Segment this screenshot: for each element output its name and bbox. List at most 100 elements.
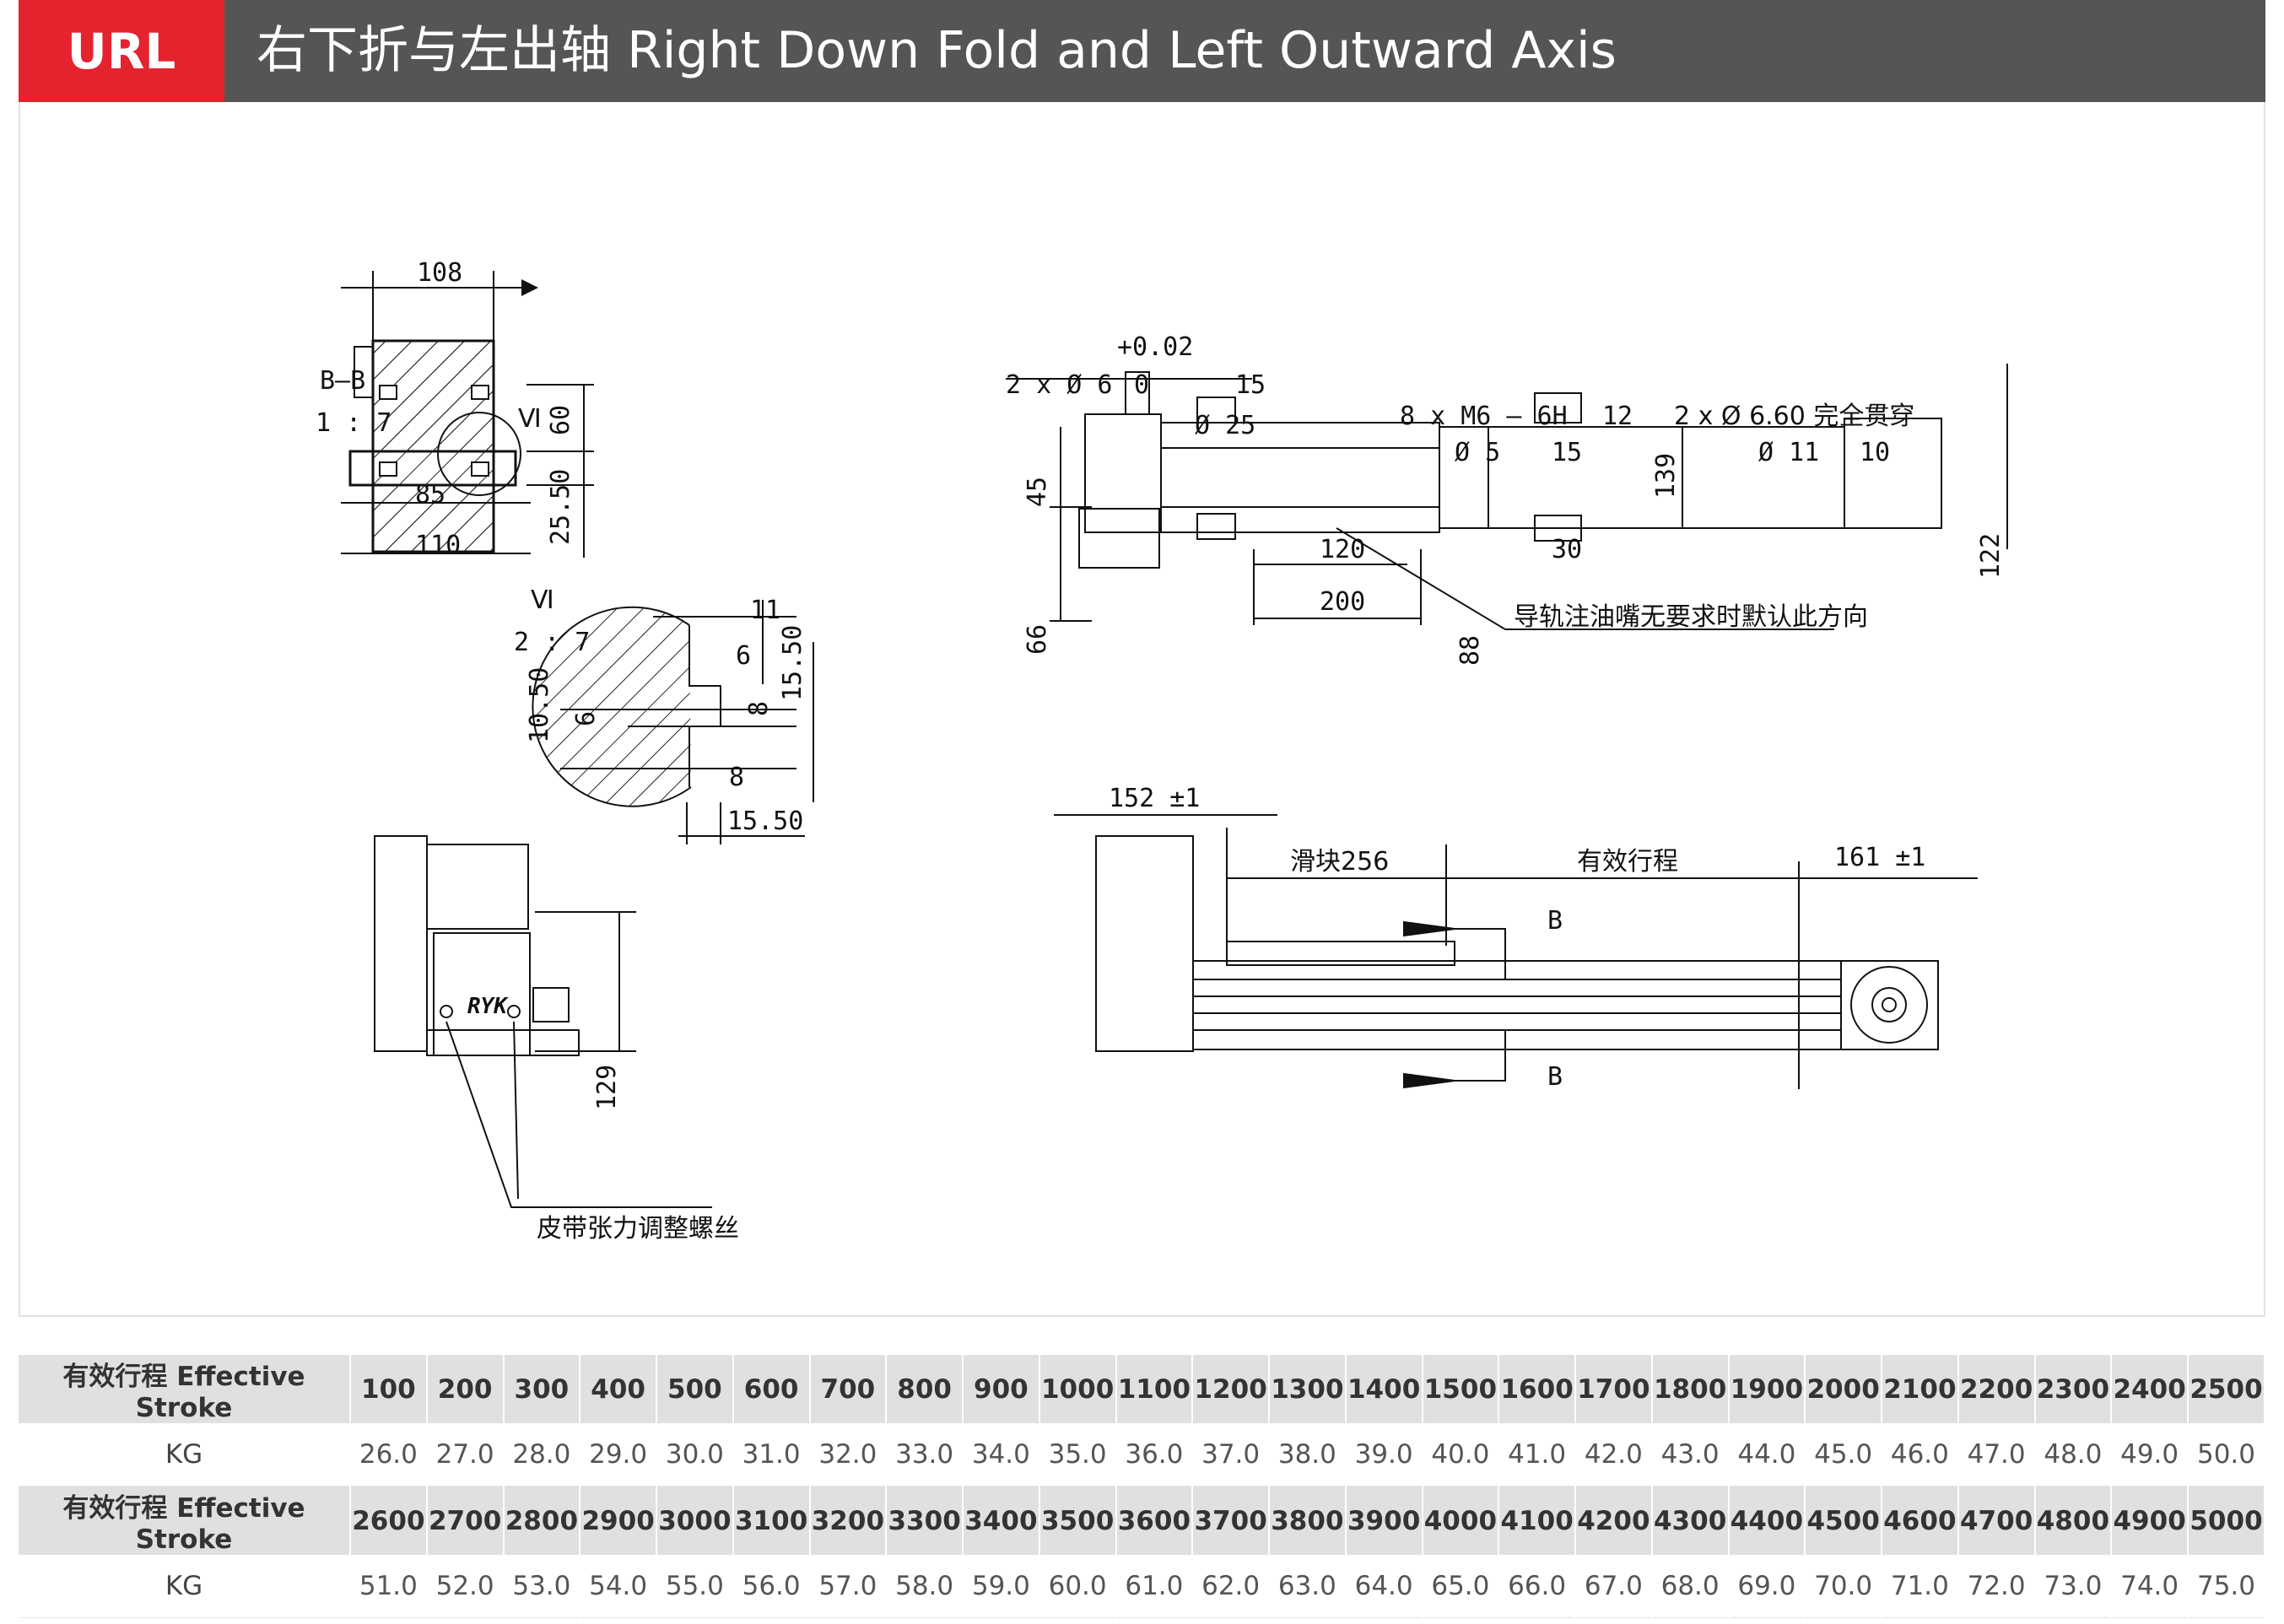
detail-label: Ⅵ (531, 585, 554, 615)
header-bar: URL 右下折与左出轴 Right Down Fold and Left Out… (19, 0, 2265, 102)
detail-marker: Ⅵ (518, 404, 542, 434)
weight-cell: 34.0 (963, 1423, 1040, 1486)
thread-spec: 8 x M6 — 6H (1400, 402, 1568, 431)
dim-161: 161 ±1 (1834, 843, 1925, 872)
dim-108: 108 (417, 258, 462, 288)
through-hole-spec: 2 x Ø 6.60 完全贯穿 (1674, 402, 1914, 431)
stroke-cell: 2900 (580, 1486, 657, 1555)
weight-cell: 36.0 (1115, 1423, 1194, 1486)
thread-depth: 12 (1602, 402, 1633, 431)
stroke-cell: 4300 (1651, 1486, 1730, 1555)
stroke-cell: 900 (963, 1355, 1040, 1423)
stroke-cell: 4100 (1498, 1486, 1576, 1555)
weight-cell: 37.0 (1192, 1423, 1270, 1486)
stroke-row-label: 有效行程 Effective Stroke (19, 1355, 351, 1423)
dim-129: 129 (592, 1065, 622, 1110)
weight-cell: 75.0 (2188, 1555, 2265, 1618)
dim-139: 139 (1651, 453, 1681, 499)
weight-cell: 56.0 (732, 1555, 811, 1618)
weight-cell: 42.0 (1575, 1423, 1653, 1486)
model-code-badge: URL (19, 0, 224, 102)
stroke-cell: 1100 (1115, 1355, 1194, 1423)
dim-11: 11 (750, 596, 780, 625)
dim-120: 120 (1320, 535, 1365, 564)
stroke-cell: 2000 (1805, 1355, 1882, 1423)
stroke-cell: 1600 (1498, 1355, 1576, 1423)
weight-cell: 64.0 (1345, 1555, 1423, 1618)
side-view (374, 835, 712, 1208)
stroke-cell: 2700 (426, 1486, 505, 1555)
belt-tension-callout: 皮带张力调整螺丝 (537, 1214, 739, 1244)
weight-cell: 71.0 (1882, 1555, 1959, 1618)
stroke-cell: 3900 (1345, 1486, 1423, 1555)
slider-label: 滑块256 (1290, 847, 1389, 877)
weight-cell: 68.0 (1651, 1555, 1730, 1618)
stroke-cell: 3700 (1192, 1486, 1270, 1555)
front-view (1054, 814, 1978, 1089)
stroke-cell: 600 (732, 1355, 811, 1423)
detail-view-vi (532, 600, 814, 844)
stroke-cell: 4900 (2111, 1486, 2189, 1555)
stroke-cell: 700 (809, 1355, 888, 1423)
weight-cell: 74.0 (2111, 1555, 2189, 1618)
detail-scale: 2 : 7 (514, 628, 590, 657)
weight-cell: 28.0 (503, 1423, 581, 1486)
technical-drawing: 108 B—B 1 : 7 Ⅵ 85 110 60 25.50 Ⅵ 2 : 7 … (316, 258, 2008, 1244)
weight-cell: 73.0 (2034, 1555, 2113, 1618)
weight-cell: 29.0 (580, 1423, 657, 1486)
dim-85: 85 (415, 480, 445, 510)
thread-sub: Ø 5 (1455, 438, 1500, 467)
weight-cell: 57.0 (809, 1555, 888, 1618)
weight-cell: 72.0 (1957, 1555, 2036, 1618)
page-title: 右下折与左出轴 Right Down Fold and Left Outward… (256, 21, 1617, 80)
section-mark-top: B (1547, 906, 1563, 936)
stroke-cell: 2800 (503, 1486, 581, 1555)
weight-cell: 50.0 (2188, 1423, 2265, 1486)
stroke-cell: 1300 (1269, 1355, 1347, 1423)
stroke-row-label: 有效行程 Effective Stroke (19, 1486, 351, 1555)
weight-cell: 70.0 (1805, 1555, 1882, 1618)
weight-cell: 51.0 (350, 1555, 428, 1618)
stroke-cell: 100 (350, 1355, 428, 1423)
stroke-cell: 4200 (1575, 1486, 1653, 1555)
stroke-cell: 500 (656, 1355, 734, 1423)
weight-cell: 53.0 (503, 1555, 581, 1618)
weight-cell: 38.0 (1269, 1423, 1347, 1486)
stroke-cell: 2200 (1957, 1355, 2036, 1423)
stroke-cell: 3100 (732, 1486, 811, 1555)
weight-cell: 47.0 (1957, 1423, 2036, 1486)
weight-cell: 55.0 (656, 1555, 734, 1618)
technical-drawing-panel: 108 B—B 1 : 7 Ⅵ 85 110 60 25.50 Ⅵ 2 : 7 … (19, 102, 2265, 1317)
weight-cell: 41.0 (1498, 1423, 1576, 1486)
stroke-cell: 800 (886, 1355, 964, 1423)
dim-122: 122 (1976, 533, 2006, 579)
weight-cell: 44.0 (1728, 1423, 1806, 1486)
stroke-cell: 4800 (2034, 1486, 2113, 1555)
stroke-cell: 1800 (1651, 1355, 1730, 1423)
dim-30: 30 (1552, 535, 1582, 564)
stroke-cell: 300 (503, 1355, 581, 1423)
dim-60: 60 (546, 405, 575, 435)
section-mark-bottom: B (1547, 1062, 1563, 1092)
weight-cell: 49.0 (2111, 1423, 2189, 1486)
weight-cell: 30.0 (656, 1423, 734, 1486)
stroke-cell: 3500 (1039, 1486, 1117, 1555)
section-scale: 1 : 7 (316, 408, 391, 438)
weight-cell: 48.0 (2034, 1423, 2113, 1486)
dim-66: 66 (1023, 624, 1052, 655)
shaft-diameter: Ø 25 (1195, 411, 1255, 440)
weight-cell: 39.0 (1345, 1423, 1423, 1486)
dim-25-50: 25.50 (546, 469, 575, 545)
ryk-logo: RYK (467, 994, 509, 1019)
stroke-cell: 4400 (1728, 1486, 1806, 1555)
hole-depth-1: 15 (1235, 370, 1266, 400)
stroke-cell: 1200 (1192, 1355, 1270, 1423)
weight-cell: 43.0 (1651, 1423, 1730, 1486)
tolerance-upper: +0.02 (1117, 332, 1193, 362)
weight-row-label: KG (19, 1555, 351, 1618)
stroke-cell: 1000 (1039, 1355, 1117, 1423)
stroke-cell: 3300 (886, 1486, 964, 1555)
